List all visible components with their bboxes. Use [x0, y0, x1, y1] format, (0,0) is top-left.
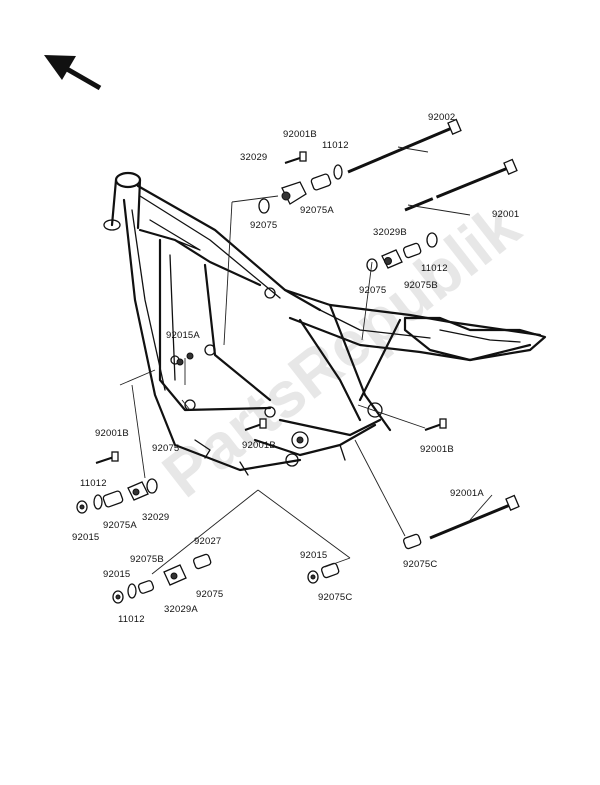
bolt-92002	[347, 118, 462, 174]
label-92001a: 92001A	[450, 488, 484, 499]
label-92015-left: 92015	[72, 532, 99, 543]
label-92015-low: 92015	[103, 569, 130, 580]
label-92075a-left: 92075A	[103, 520, 137, 531]
label-11012-low: 11012	[118, 614, 145, 625]
label-92027: 92027	[194, 536, 221, 547]
label-11012-top: 11012	[322, 140, 349, 151]
label-32029b: 32029B	[373, 227, 407, 238]
center-right-parts	[176, 352, 447, 584]
label-92015-right: 92015	[300, 550, 327, 561]
label-92075-left: 92075	[152, 443, 179, 454]
label-92075b-low: 92075B	[130, 554, 164, 565]
label-92015a: 92015A	[166, 330, 200, 341]
label-32029a: 32029A	[164, 604, 198, 615]
label-92075a-top: 92075A	[300, 205, 334, 216]
bolt-92001a	[429, 494, 520, 540]
leader-lines	[119, 146, 493, 575]
label-92002: 92002	[428, 112, 455, 123]
bolt-92001	[404, 158, 518, 212]
label-92075-mid: 92075	[359, 285, 386, 296]
label-92001b-top: 92001B	[283, 129, 317, 140]
label-32029-left: 32029	[142, 512, 169, 523]
top-mount-parts	[258, 151, 343, 214]
label-92075c-low: 92075C	[403, 559, 437, 570]
label-11012-mid: 11012	[421, 263, 448, 274]
label-92075c-right: 92075C	[318, 592, 352, 603]
label-11012-left: 11012	[80, 478, 107, 489]
label-92001b-left: 92001B	[95, 428, 129, 439]
label-32029: 32029	[240, 152, 267, 163]
label-92001b-center: 92001B	[242, 440, 276, 451]
left-mount-parts	[76, 451, 158, 514]
label-92001: 92001	[492, 209, 519, 220]
label-92075-top: 92075	[250, 220, 277, 231]
label-92075-low: 92075	[196, 589, 223, 600]
label-92001b-right: 92001B	[420, 444, 454, 455]
front-direction-arrow-icon	[44, 55, 102, 91]
label-92075b-mid: 92075B	[404, 280, 438, 291]
motorcycle-frame	[103, 171, 547, 476]
lower-left-mount-parts	[112, 553, 212, 604]
